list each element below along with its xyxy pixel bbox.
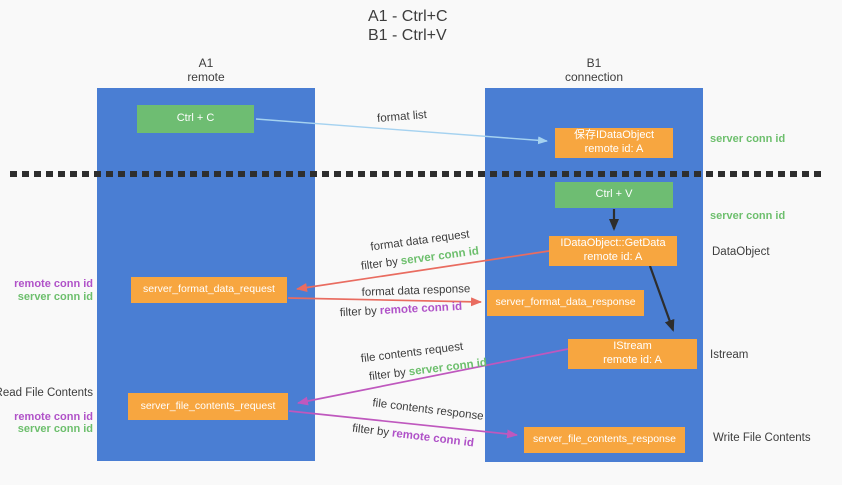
save-idataobject-line1: 保存IDataObject [573, 129, 655, 142]
ctrl-v-node: Ctrl + V [555, 182, 673, 208]
b1-name: B1 [586, 56, 602, 70]
getdata-line2: remote id: A [583, 251, 643, 263]
right-server-conn-id-label-2: server conn id [710, 210, 786, 222]
left-remote-conn-id-label-2: remote conn id [14, 411, 93, 423]
b1-column-header: B1 connection [485, 56, 703, 85]
save-idataobject-line2: remote id: A [584, 143, 644, 155]
a1-subtitle: remote [187, 69, 225, 84]
ctrl-v-label: Ctrl + V [595, 188, 633, 201]
read-file-contents-label: Read File Contents [0, 387, 93, 399]
server-file-contents-request-label: server_file_contents_request [140, 399, 276, 412]
server-conn-id-text: server conn id [400, 245, 480, 268]
a1-name: A1 [198, 56, 214, 70]
a1-column-header: A1 remote [97, 56, 315, 85]
remote-conn-id-text: remote conn id [391, 427, 475, 450]
istream-line1: IStream [613, 340, 652, 353]
right-server-conn-id-label-1: server conn id [710, 133, 786, 145]
format-data-response-label: format data response [361, 283, 471, 299]
filter-prefix: filter by [339, 305, 378, 320]
server-file-contents-request-node: server_file_contents_request [128, 393, 288, 420]
server-format-data-request-node: server_format_data_request [131, 277, 287, 303]
server-format-data-response-label: server_format_data_response [495, 296, 636, 309]
ctrl-c-label: Ctrl + C [176, 112, 215, 125]
file-contents-response-label: file contents response [371, 397, 485, 423]
server-conn-id-text: server conn id [408, 356, 488, 379]
left-server-conn-id-label-2: server conn id [17, 423, 93, 435]
filter-prefix: filter by [360, 255, 399, 273]
copy-paste-divider-line [10, 171, 825, 177]
server-format-data-response-node: server_format_data_response [487, 290, 644, 316]
left-remote-conn-id-label-1: remote conn id [14, 278, 93, 290]
left-server-conn-id-label-1: server conn id [17, 291, 93, 303]
format-list-label: format list [376, 109, 428, 125]
server-file-contents-response-node: server_file_contents_response [524, 427, 685, 453]
title-line-2: B1 - Ctrl+V [368, 26, 447, 44]
ctrl-c-node: Ctrl + C [137, 105, 254, 133]
title-line-1: A1 - Ctrl+C [368, 8, 448, 25]
dataobject-label: DataObject [712, 246, 770, 258]
server-file-contents-response-label: server_file_contents_response [532, 433, 676, 446]
istream-node: IStream remote id: A [568, 339, 697, 369]
b1-subtitle: connection [564, 69, 624, 84]
write-file-contents-label: Write File Contents [713, 432, 811, 444]
remote-conn-id-text: remote conn id [379, 300, 463, 318]
filter-prefix: filter by [351, 422, 390, 440]
server-format-data-request-label: server_format_data_request [143, 283, 275, 296]
getdata-line1: IDataObject::GetData [560, 237, 666, 250]
getdata-node: IDataObject::GetData remote id: A [549, 236, 677, 266]
save-idataobject-node: 保存IDataObject remote id: A [555, 128, 673, 158]
filter-prefix: filter by [368, 366, 407, 384]
istream-line2: remote id: A [603, 354, 662, 366]
istream-side-label: Istream [710, 349, 749, 361]
